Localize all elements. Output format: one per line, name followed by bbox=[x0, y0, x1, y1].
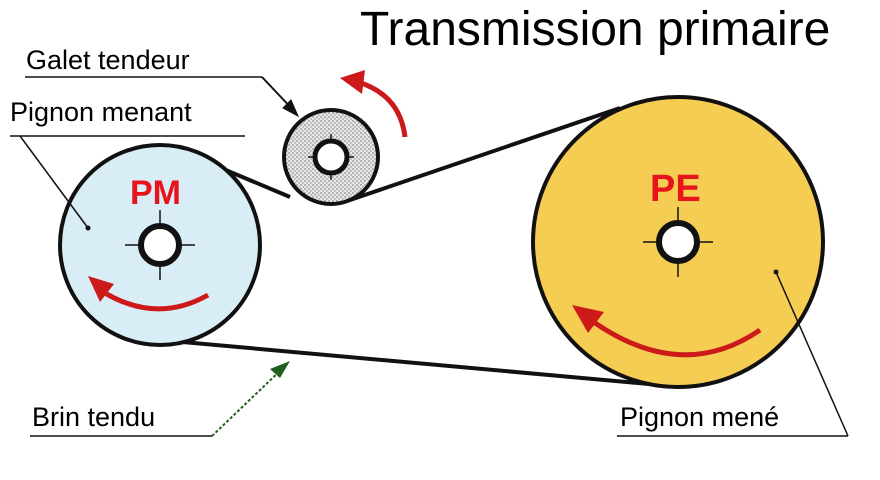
pm-rotation-arrowhead bbox=[88, 276, 114, 302]
galet-tendeur-pulley bbox=[282, 108, 380, 206]
brin-tendu-leader bbox=[30, 361, 290, 437]
leader-lines bbox=[10, 76, 849, 437]
label-brin-tendu: Brin tendu bbox=[32, 402, 156, 432]
label-pignon-menant: Pignon menant bbox=[10, 97, 192, 127]
pe-label: PE bbox=[650, 168, 701, 210]
pm-label: PM bbox=[130, 174, 181, 212]
pignon-mene-pulley bbox=[531, 95, 825, 389]
pm-rotation-arrow bbox=[98, 287, 210, 312]
label-pignon-mene: Pignon mené bbox=[620, 402, 780, 432]
pe-rotation-arrowhead bbox=[572, 305, 604, 333]
pe-rotation-arrow bbox=[586, 315, 762, 358]
rotation-arrows bbox=[88, 70, 762, 358]
brin-tendu-arrowhead bbox=[270, 361, 290, 378]
galet-rotation-arrowhead bbox=[340, 70, 365, 94]
galet-rotation-arrow bbox=[357, 79, 408, 138]
label-galet-tendeur: Galet tendeur bbox=[26, 45, 190, 75]
galet-arrowhead bbox=[282, 99, 300, 118]
diagram-title: Transmission primaire bbox=[360, 3, 831, 56]
